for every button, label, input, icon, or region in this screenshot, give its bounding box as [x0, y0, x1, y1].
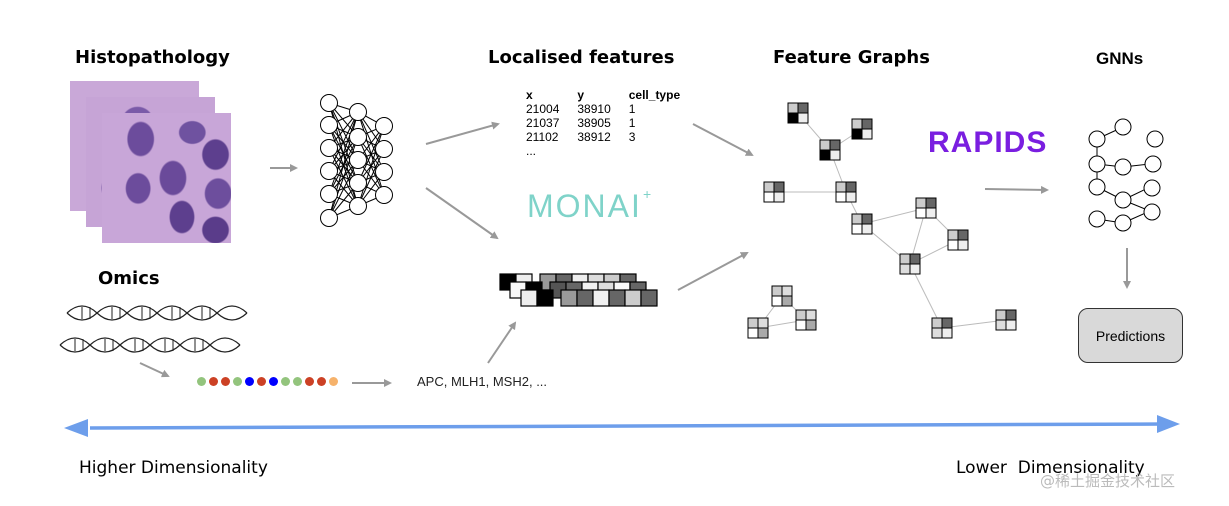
embedding-vectors-icon	[499, 273, 658, 307]
arrow-graph-to-gnn	[984, 185, 1049, 194]
flow-arrows	[139, 121, 1131, 387]
arrow-cnn-to-embeddings	[425, 187, 499, 240]
gnn-icon	[1088, 118, 1164, 232]
higher-dimensionality-label: Higher Dimensionality	[79, 458, 268, 478]
table-ellipsis: ...	[526, 144, 537, 158]
omics-dot	[317, 377, 326, 386]
table-row: 21102 38912 3	[526, 130, 698, 144]
predictions-label: Predictions	[1095, 327, 1166, 344]
feature-graphs-title: Feature Graphs	[773, 47, 930, 68]
table-cell: 21037	[526, 116, 560, 130]
dna-helix-icon	[59, 305, 248, 353]
dimensionality-axis	[64, 415, 1180, 437]
genes-label: APC, MLH1, MSH2, ...	[417, 374, 548, 389]
omics-dot	[269, 377, 278, 386]
table-header-y: y	[577, 88, 585, 102]
histology-tile-front	[102, 113, 231, 243]
graph-node	[947, 229, 969, 251]
omics-dot	[329, 377, 338, 386]
right-arrowhead-icon	[1157, 415, 1180, 433]
graph-node	[747, 317, 769, 339]
arrow-dna-to-dots	[139, 362, 170, 378]
omics-dot	[257, 377, 266, 386]
table-row: 21037 38905 1	[526, 116, 698, 130]
table-cell: 3	[628, 130, 636, 144]
monai-logo: MONAI	[527, 188, 642, 224]
table-cell: 21004	[526, 102, 560, 116]
watermark: @稀土掘金技术社区	[1040, 472, 1176, 490]
omics-dot	[197, 377, 206, 386]
graph-node	[835, 181, 857, 203]
localised-features-table: x y cell_type 21004 38910 1 21037 38905 …	[526, 88, 698, 158]
feature-graph	[747, 102, 1017, 339]
table-header-row: x y cell_type	[526, 88, 698, 102]
graph-node	[787, 102, 809, 124]
arrow-embeddings-to-graph	[677, 252, 749, 291]
table-cell: 38910	[577, 102, 611, 116]
graph-node	[795, 309, 817, 331]
omics-dot	[305, 377, 314, 386]
rapids-logo: RAPIDS	[928, 126, 1048, 159]
table-cell: 1	[628, 116, 636, 130]
omics-dot	[245, 377, 254, 386]
graph-node	[899, 253, 921, 275]
table-cell: 1	[628, 102, 636, 116]
omics-dot	[293, 377, 302, 386]
table-cell: 21102	[526, 130, 559, 144]
monai-plus-icon: +	[643, 186, 652, 202]
localised-features-title: Localised features	[488, 47, 675, 68]
table-row: ...	[526, 144, 698, 158]
histopathology-image-stack	[70, 81, 232, 243]
table-row: 21004 38910 1	[526, 102, 698, 116]
arrow-table-to-graph	[692, 123, 754, 156]
graph-node	[995, 309, 1017, 331]
omics-dot	[221, 377, 230, 386]
table-header-cell-type: cell_type	[628, 88, 681, 102]
omics-dot	[209, 377, 218, 386]
graph-node	[771, 285, 793, 307]
arrow-genes-to-embeddings	[487, 321, 517, 364]
omics-dot	[233, 377, 242, 386]
graph-node	[851, 118, 873, 140]
graph-edges	[757, 112, 1007, 329]
graph-node	[763, 181, 785, 203]
neural-network-icon	[320, 94, 393, 227]
dimensionality-axis-line	[89, 422, 1166, 430]
omics-variant-dots	[197, 377, 338, 386]
graph-node	[851, 213, 873, 235]
gnns-title: GNNs	[1096, 49, 1144, 68]
table-cell: 38905	[577, 116, 611, 130]
graph-node	[915, 197, 937, 219]
omics-title: Omics	[98, 268, 160, 289]
table-header-x: x	[526, 88, 533, 102]
omics-dot	[281, 377, 290, 386]
table-cell: 38912	[577, 130, 611, 144]
graph-node	[819, 139, 841, 161]
predictions-box: Predictions	[1078, 308, 1183, 363]
left-arrowhead-icon	[64, 419, 88, 437]
arrow-cnn-to-table	[425, 121, 500, 145]
lower-dimensionality-label: Lower Dimensionality	[956, 458, 1145, 478]
histopathology-title: Histopathology	[75, 47, 230, 68]
graph-node	[931, 317, 953, 339]
